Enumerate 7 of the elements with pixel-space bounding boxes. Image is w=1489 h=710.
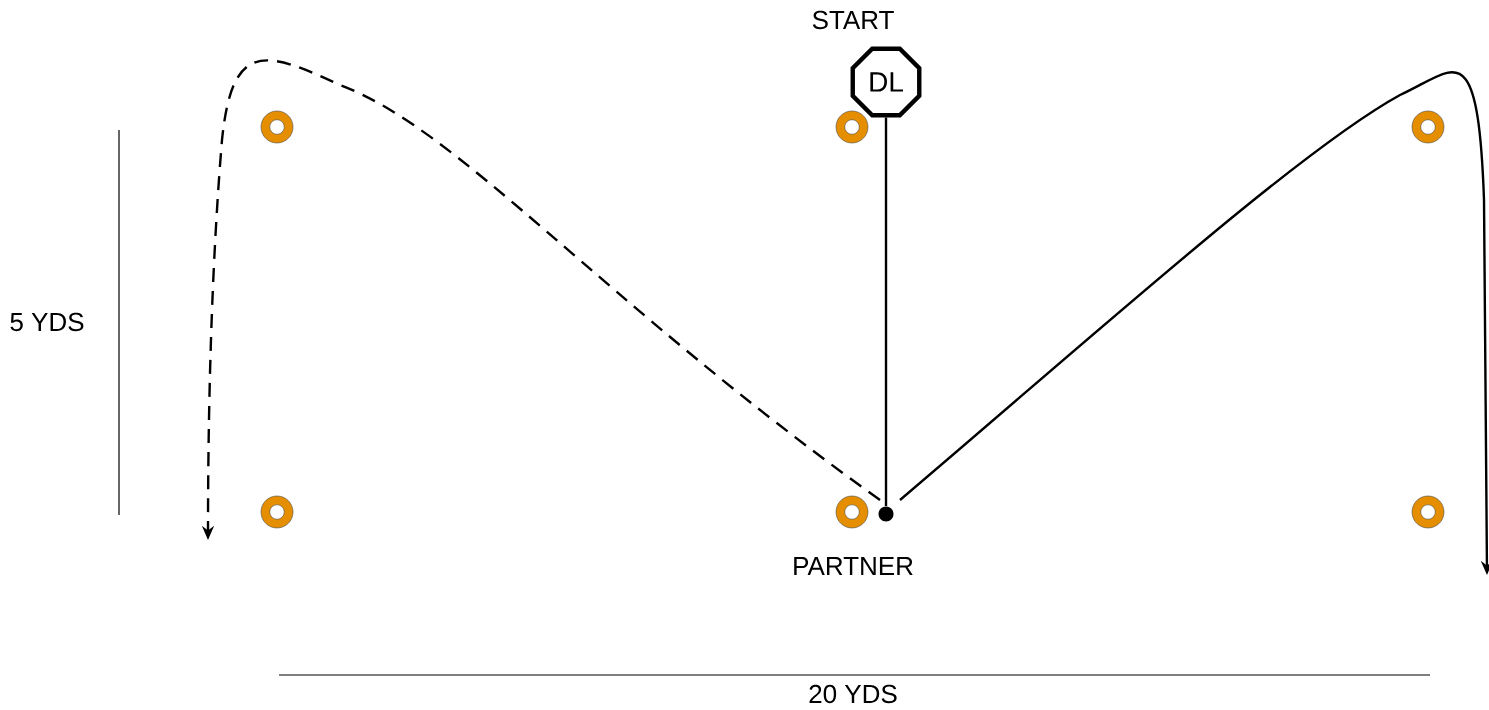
player-dot xyxy=(878,506,894,522)
dimension-label: 5 YDS xyxy=(10,312,84,332)
node-caption: PARTNER xyxy=(794,557,913,575)
player-octagon: DL xyxy=(850,46,922,118)
node-caption: START xyxy=(812,10,894,30)
connector-line xyxy=(884,117,888,507)
dimension-label: 20 YDS xyxy=(809,684,897,704)
